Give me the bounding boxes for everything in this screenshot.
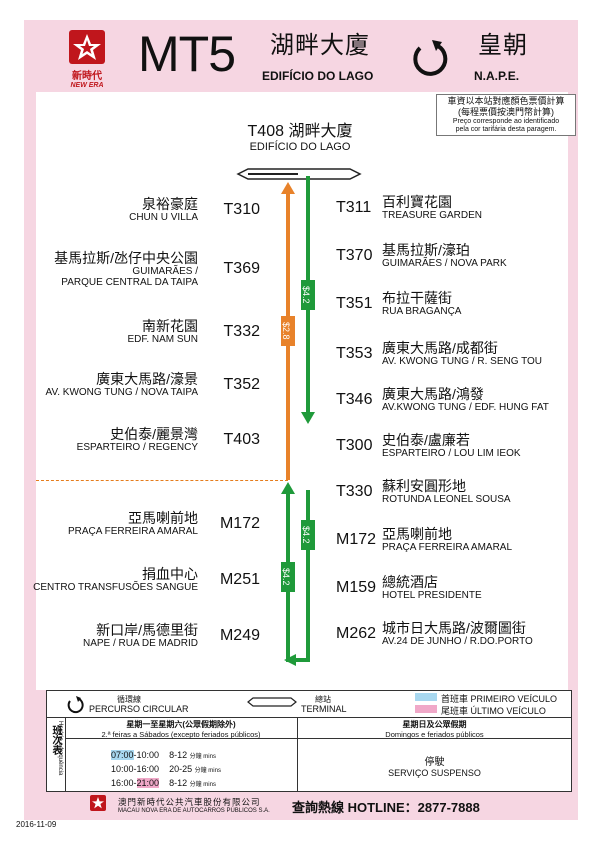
fare-badge-orange: $2.8 [281, 316, 295, 346]
footer-logo-icon [90, 795, 106, 811]
holiday-heading-zh: 星期日及公眾假期 [402, 720, 467, 729]
last-bus-swatch [415, 705, 437, 713]
legend-circular-zh: 循環線 [117, 695, 141, 704]
schedule-row: 16:00-21:00 8-12 分鐘 mins [111, 778, 216, 788]
stop-name-pt: EDIFÍCIO DO LAGO [249, 141, 351, 153]
fare-badge-green-b: $4.2 [301, 520, 315, 550]
fare-note-pt2: pela cor tarifária desta paragem. [455, 126, 557, 133]
print-date: 2016-11-09 [16, 820, 57, 829]
schedule-side-label: 班次表 Horário e frequência [47, 717, 66, 791]
suspended-zh: 停駛 [424, 757, 445, 768]
legend-terminal-zh: 總站 [315, 695, 331, 704]
legend-last-pt: ÚLTIMO VEÍCULO [470, 706, 546, 716]
fare-note-zh1: 車資以本站對應顏色票價計算 [447, 96, 565, 106]
terminal-stop: T408 湖畔大廈 EDIFÍCIO DO LAGO [200, 122, 400, 154]
origin-name-zh: 湖畔大廈 [270, 32, 370, 59]
weekday-heading-zh: 星期一至星期六(公眾假期除外) [126, 720, 236, 729]
suspended-pt: SERVIÇO SUSPENSO [388, 768, 481, 778]
company-logo: 新時代 NEW ERA [58, 28, 116, 89]
schedule-rows: 07:00-10:00 8-12 分鐘 mins 10:00-16:00 20-… [111, 749, 221, 791]
legend-circular-pt: PERCURSO CIRCULAR [89, 704, 189, 714]
hotline-label: 查詢熱線 HOTLINE： [292, 800, 418, 815]
origin-name-pt: EDIFÍCIO DO LAGO [262, 69, 374, 83]
first-bus-swatch [415, 693, 437, 701]
orange-arrow-icon [281, 182, 295, 194]
route-map-area [36, 92, 568, 690]
route-number: MT5 [138, 26, 236, 82]
stop-code: T408 [247, 123, 284, 140]
star-logo-icon [69, 30, 105, 64]
fare-note-zh2: (每程票價按澳門幣計算) [458, 107, 554, 117]
fare-badge-green-c: $4.2 [281, 562, 295, 592]
weekday-heading-pt: 2.ª feiras a Sábados (excepto feriados p… [101, 730, 261, 739]
logo-text-en: NEW ERA [70, 82, 104, 89]
company-name-pt: MACAU NOVA ERA DE AUTOCARROS PÚBLICOS S.… [118, 808, 270, 814]
hotline-number: 2877-7888 [417, 800, 480, 815]
legend-terminal-icon [247, 697, 297, 707]
fare-zone-divider [36, 480, 288, 481]
company-name-zh: 澳門新時代公共汽車股份有限公司 [118, 797, 261, 807]
fare-note: 車資以本站對應顏色票價計算 (每程票價按澳門幣計算) Preço corresp… [436, 94, 576, 136]
legend-schedule-box: 循環線 PERCURSO CIRCULAR 總站 TERMINAL 首班車 PR… [46, 690, 572, 792]
fare-note-pt1: Preço corresponde ao identificado [452, 118, 560, 125]
holiday-heading-pt: Domingos e feriados públicos [385, 730, 484, 739]
terminal-symbol-icon [236, 168, 362, 180]
destination-name-zh: 皇朝 [478, 32, 528, 59]
green-arrow-left-icon [284, 654, 296, 666]
circular-arrow-icon [413, 40, 448, 76]
stop-name-zh: 湖畔大廈 [288, 123, 353, 140]
green-arrow-down-icon [301, 412, 315, 424]
fare-badge-green-a: $4.2 [301, 280, 315, 310]
green-arrow-up-icon [281, 482, 295, 494]
logo-text-zh: 新時代 [72, 71, 102, 82]
circular-route-icon [67, 696, 84, 714]
legend-last-zh: 尾班車 [441, 706, 469, 716]
schedule-row: 07:00-10:00 8-12 分鐘 mins [111, 750, 216, 760]
destination-name-pt: N.A.P.E. [474, 69, 520, 83]
legend-first-pt: PRIMEIRO VEÍCULO [470, 694, 558, 704]
legend-first-zh: 首班車 [441, 694, 469, 704]
schedule-row: 10:00-16:00 20-25 分鐘 mins [111, 764, 221, 774]
legend-terminal-pt: TERMINAL [301, 704, 347, 714]
